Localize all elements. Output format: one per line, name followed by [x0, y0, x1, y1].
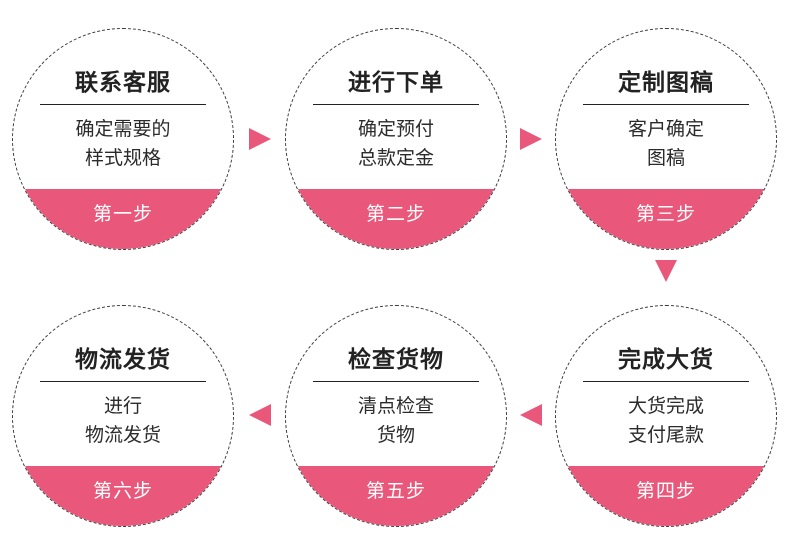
step-label: 第二步 [286, 189, 506, 249]
step-description: 确定需要的 样式规格 [13, 115, 233, 173]
divider [40, 104, 206, 105]
step-description-line: 物流发货 [84, 424, 161, 446]
step-description-line: 客户确定 [627, 118, 704, 140]
step-description-line: 总款定金 [357, 147, 434, 169]
step-description: 进行 物流发货 [13, 392, 233, 450]
step-title: 检查货物 [348, 347, 444, 373]
step-label: 第四步 [556, 466, 776, 526]
step-2-circle: 进行下单 确定预付 总款定金 第二步 [285, 28, 507, 250]
step-description-line: 样式规格 [84, 147, 161, 169]
step-description-line: 清点检查 [357, 395, 434, 417]
step-6-circle: 物流发货 进行 物流发货 第六步 [12, 305, 234, 527]
divider [313, 104, 479, 105]
step-title: 联系客服 [75, 70, 171, 96]
step-title: 物流发货 [75, 347, 171, 373]
step-label: 第三步 [556, 189, 776, 249]
step-4-circle: 完成大货 大货完成 支付尾款 第四步 [555, 305, 777, 527]
step-3-circle: 定制图稿 客户确定 图稿 第三步 [555, 28, 777, 250]
step-label: 第五步 [286, 466, 506, 526]
step-description-line: 进行 [103, 395, 142, 417]
step-description-line: 确定预付 [357, 118, 434, 140]
step-title: 进行下单 [348, 70, 444, 96]
step-description-line: 支付尾款 [627, 424, 704, 446]
step-description: 确定预付 总款定金 [286, 115, 506, 173]
step-description-line: 大货完成 [627, 395, 704, 417]
step-description: 客户确定 图稿 [556, 115, 776, 173]
step-title: 定制图稿 [618, 70, 714, 96]
step-label: 第一步 [13, 189, 233, 249]
arrow-down-icon [655, 260, 677, 282]
step-label: 第六步 [13, 466, 233, 526]
arrow-right-icon [520, 128, 542, 150]
arrow-right-icon [249, 128, 271, 150]
arrow-left-icon [520, 404, 542, 426]
divider [40, 381, 206, 382]
step-description: 大货完成 支付尾款 [556, 392, 776, 450]
divider [583, 381, 749, 382]
step-description-line: 图稿 [646, 147, 685, 169]
arrow-left-icon [249, 404, 271, 426]
step-description-line: 货物 [376, 424, 415, 446]
divider [583, 104, 749, 105]
step-description-line: 确定需要的 [75, 118, 171, 140]
divider [313, 381, 479, 382]
step-description: 清点检查 货物 [286, 392, 506, 450]
step-title: 完成大货 [618, 347, 714, 373]
step-1-circle: 联系客服 确定需要的 样式规格 第一步 [12, 28, 234, 250]
step-5-circle: 检查货物 清点检查 货物 第五步 [285, 305, 507, 527]
